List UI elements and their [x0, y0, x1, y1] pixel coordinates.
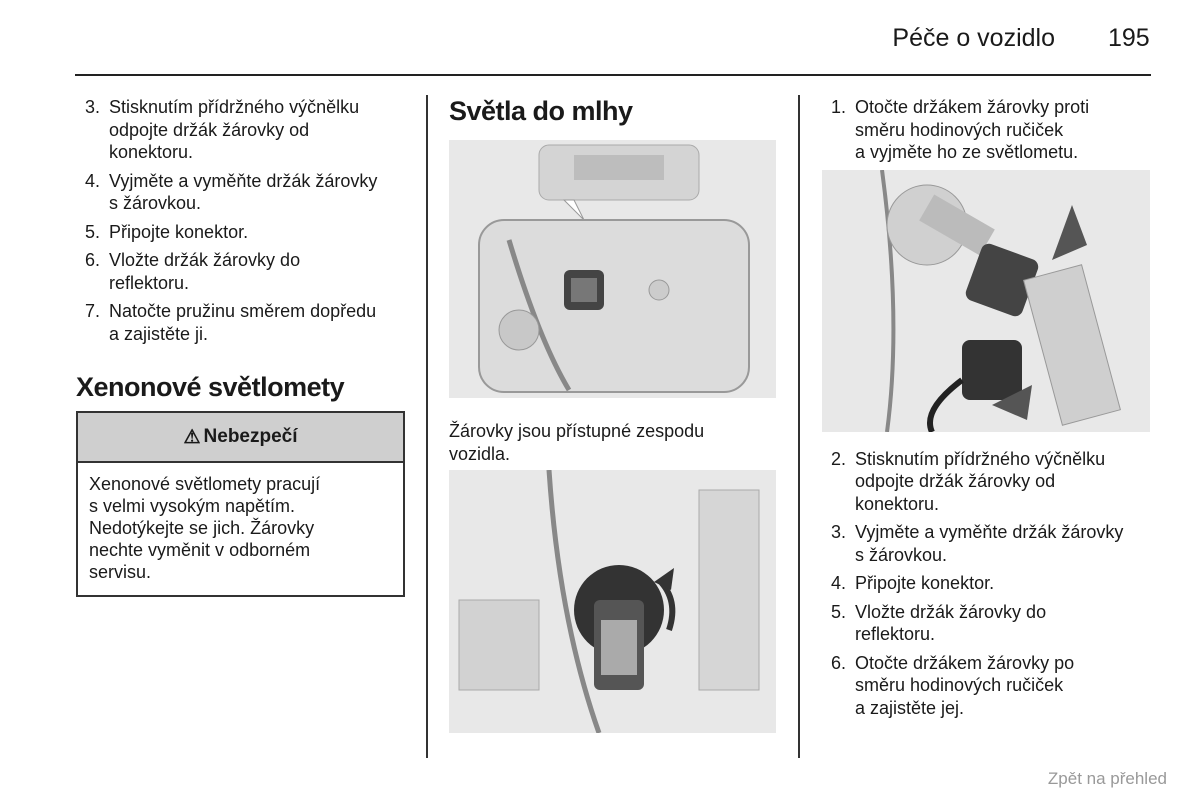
- step-number: 5.: [85, 221, 101, 242]
- step-text-line: s žárovkou.: [855, 544, 948, 565]
- text-line: Nedotýkejte se jich. Žárovky: [89, 518, 315, 538]
- step-text-line: směru hodinových ručiček: [855, 119, 1064, 140]
- text-line: vozidla.: [449, 443, 511, 464]
- step-text-line: Otočte držákem žárovky proti: [855, 97, 1090, 117]
- bulb-removal-illustration: [822, 170, 1150, 432]
- step-number: 4.: [85, 170, 101, 191]
- step-text-line: a zajistěte jej.: [855, 697, 965, 718]
- step-number: 6.: [831, 652, 847, 673]
- text-line: s velmi vysokým napětím.: [89, 496, 296, 516]
- column-divider: [426, 95, 428, 758]
- fog-lights-heading: Světla do mlhy: [449, 96, 633, 126]
- step-text-line: Otočte držákem žárovky po: [855, 652, 1075, 673]
- step-text-line: a zajistěte ji.: [109, 323, 209, 344]
- back-to-overview-link[interactable]: Zpět na přehled: [1047, 769, 1167, 788]
- warning-title: Nebezpečí: [203, 426, 298, 447]
- step-item: 4. Připojte konektor.: [831, 572, 1161, 595]
- section-title: Péče o vozidlo: [892, 24, 1055, 52]
- step-number: 7.: [85, 301, 101, 321]
- step-text-line: Vložte držák žárovky do: [855, 601, 1047, 622]
- warning-header: ⚠ Nebezpečí: [78, 413, 403, 463]
- step-text-line: Vložte držák žárovky do: [109, 250, 301, 270]
- step-number: 2.: [831, 448, 847, 469]
- step-text-line: konektoru.: [855, 493, 940, 514]
- step-number: 1.: [831, 97, 847, 117]
- step-text-line: a vyjměte ho ze světlometu.: [855, 142, 1079, 162]
- step-number: 3.: [831, 522, 847, 542]
- step-text-line: reflektoru.: [855, 624, 936, 644]
- step-text-line: s žárovkou.: [109, 193, 202, 213]
- step-text-line: odpojte držák žárovky od: [109, 119, 310, 140]
- step-number: 4.: [831, 573, 847, 593]
- step-number: 5.: [831, 601, 847, 622]
- page-number: 195: [1108, 24, 1150, 52]
- step-text-line: Vyjměte a vyměňte držák žárovky: [109, 170, 378, 191]
- text-line: Xenonové světlomety pracují: [89, 474, 321, 494]
- column-divider: [798, 95, 800, 758]
- step-text-line: konektoru.: [109, 142, 194, 162]
- step-number: 6.: [85, 250, 101, 270]
- step-text-line: Stisknutím přídržného výčnělku: [109, 97, 360, 117]
- text-line: nechte vyměnit v odborném: [89, 540, 311, 560]
- step-text-line: Připojte konektor.: [109, 221, 249, 242]
- step-item: 5. Připojte konektor.: [85, 221, 420, 244]
- step-text-line: Připojte konektor.: [855, 573, 995, 593]
- header-rule: [75, 74, 1151, 76]
- step-text-line: odpojte držák žárovky od: [855, 471, 1056, 491]
- step-text-line: směru hodinových ručiček: [855, 675, 1064, 695]
- xenon-heading: Xenonové světlomety: [76, 372, 345, 402]
- text-line: Žárovky jsou přístupné zespodu: [449, 421, 705, 441]
- step-text-line: Vyjměte a vyměňte držák žárovky: [855, 522, 1124, 542]
- warning-triangle-icon: ⚠: [183, 426, 201, 448]
- step-text-line: Natočte pružinu směrem dopředu: [109, 301, 377, 321]
- fog-light-location-illustration: [449, 140, 776, 398]
- step-text-line: reflektoru.: [109, 272, 190, 293]
- text-line: servisu.: [89, 562, 152, 582]
- step-text-line: Stisknutím přídržného výčnělku: [855, 448, 1106, 469]
- step-number: 3.: [85, 97, 101, 117]
- bulb-holder-rotate-illustration: [449, 470, 776, 733]
